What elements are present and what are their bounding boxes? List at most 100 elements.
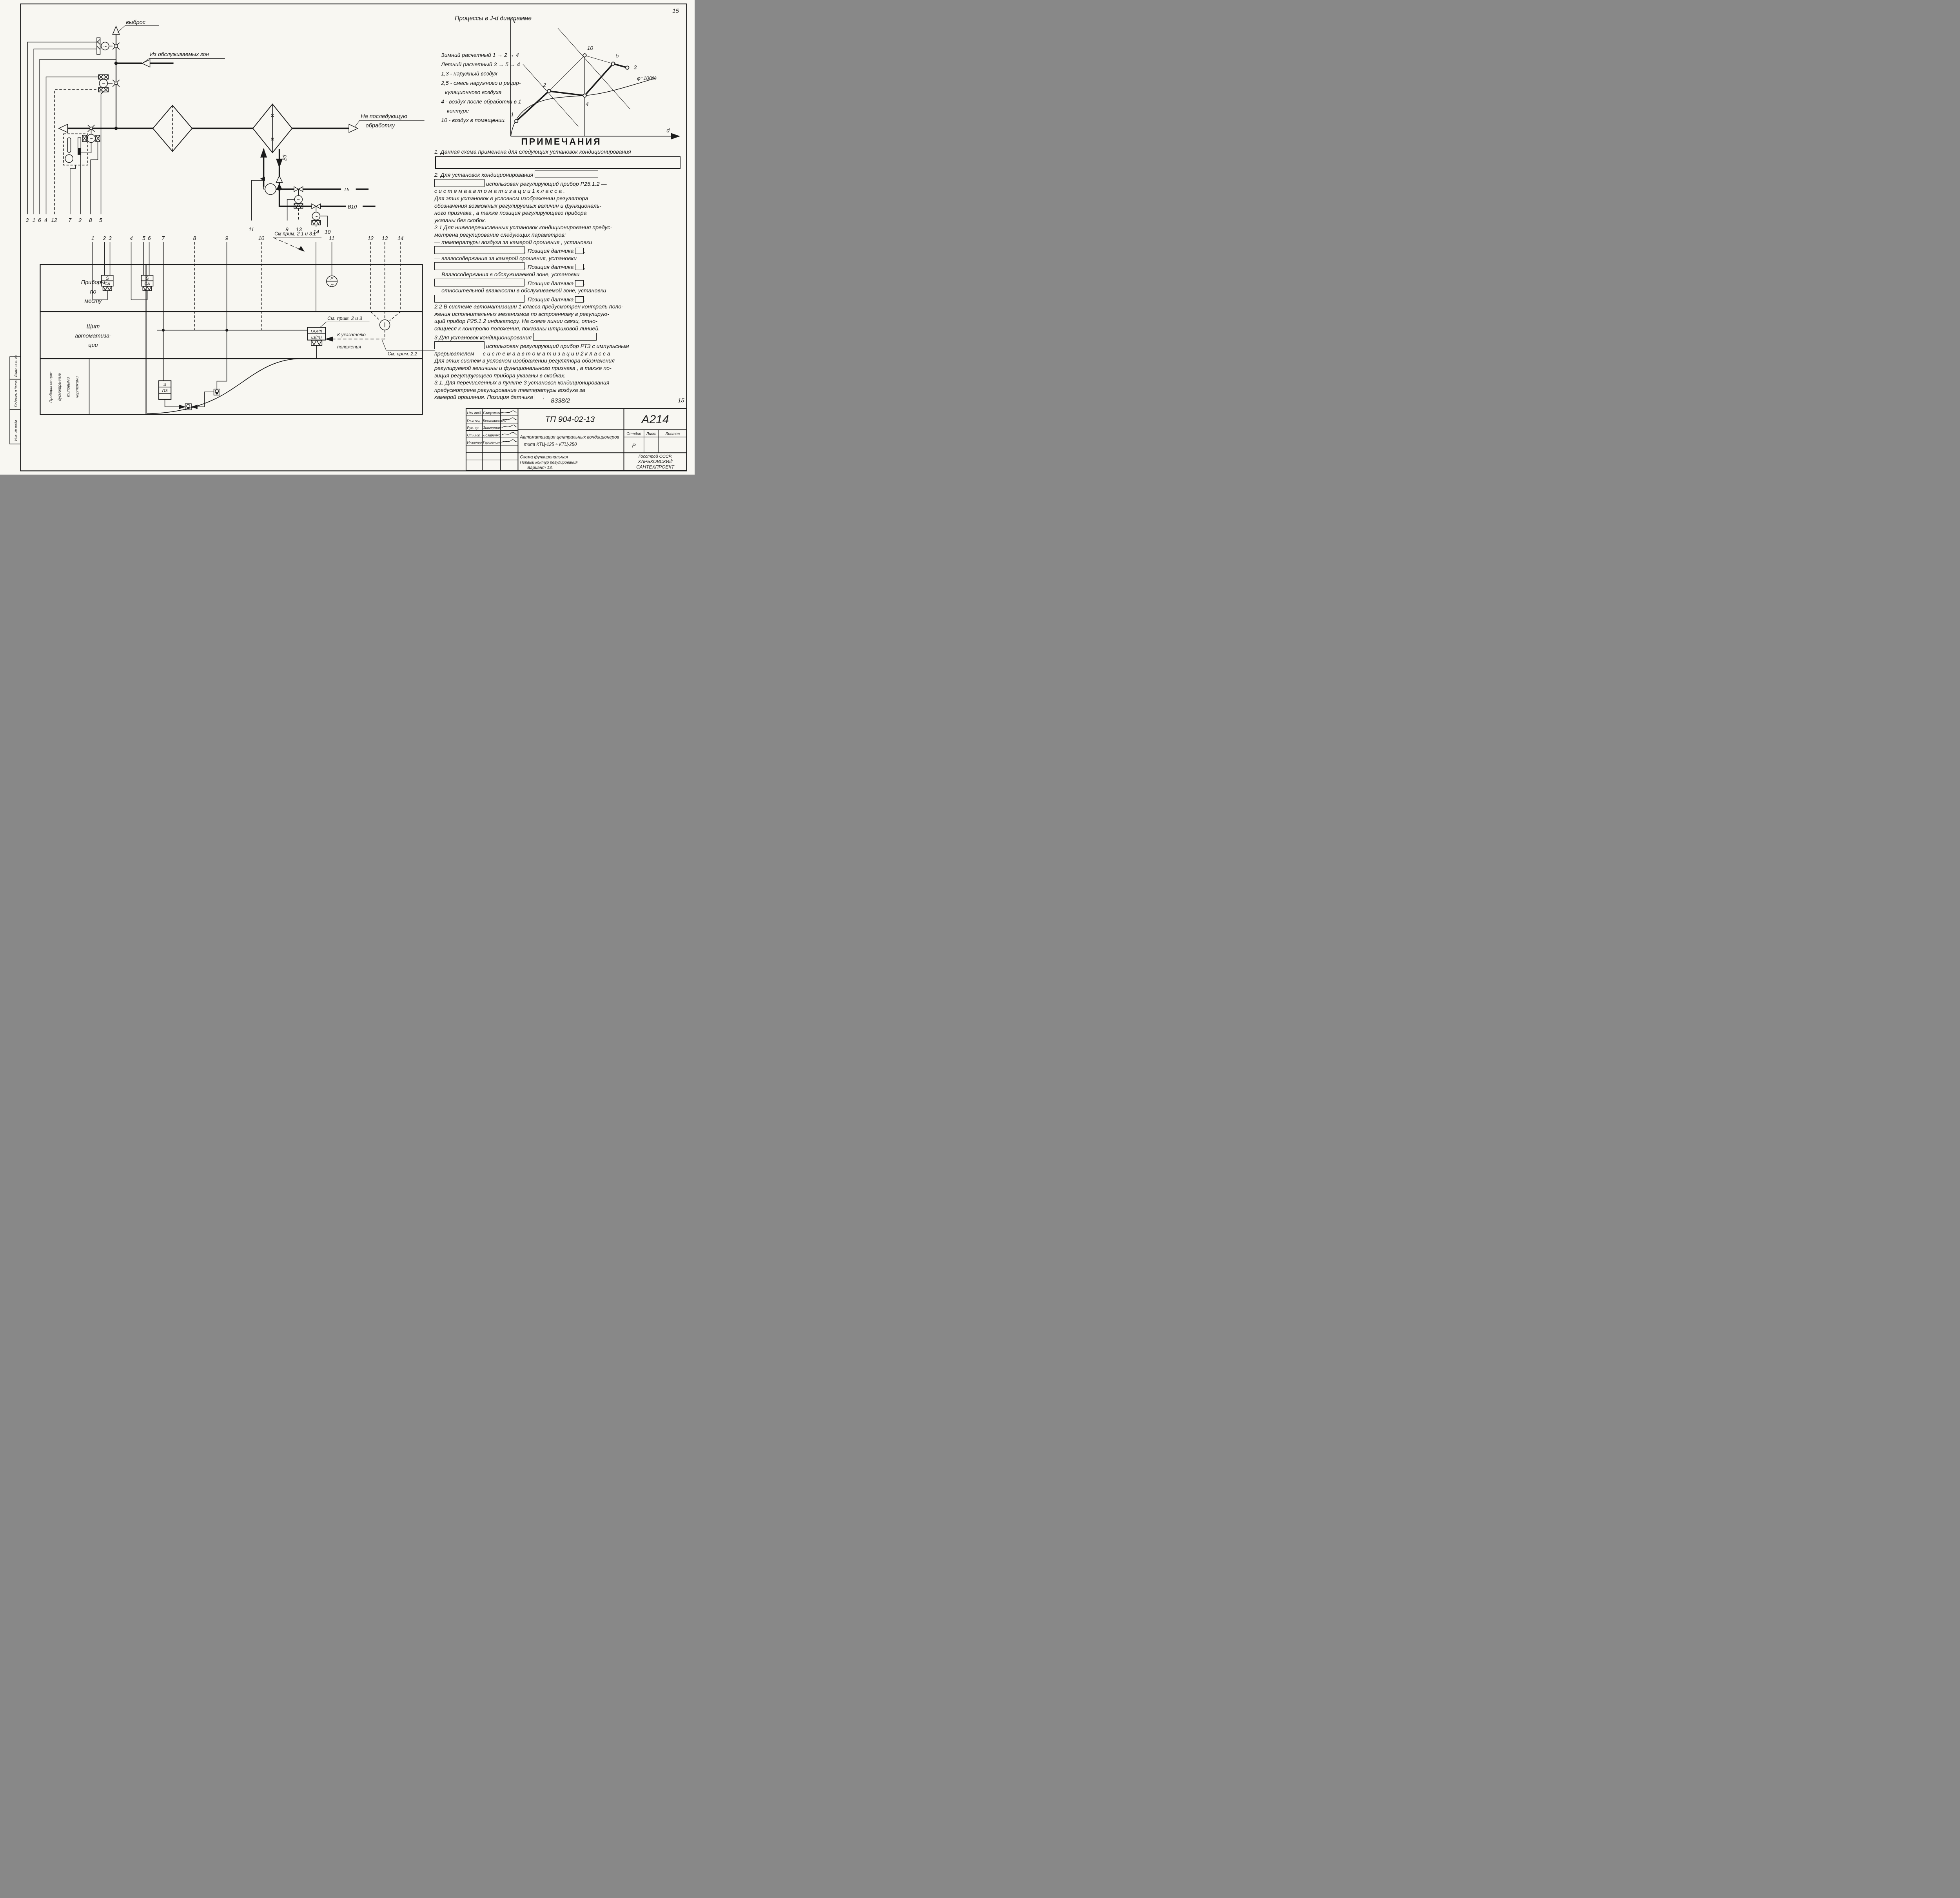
note-row: регулируемой величины и функционального … [434,365,612,372]
staff-role: Нач.отд [467,411,481,415]
signature [501,432,517,435]
legend-line: 10 - воздух в помещении. [441,117,506,123]
recirc-damper-actuator-icon [98,74,120,92]
valve-icon [311,203,317,209]
blank-field-box [434,262,524,270]
outlet-arrow-icon [348,123,359,133]
note-row: зиция регулирующего прибора указаны в ск… [434,372,566,379]
thermometer-icon [78,137,82,155]
side-stamp [9,356,21,444]
staff-role: Рук. гр. [467,426,479,430]
device-label-p2: П [330,284,334,288]
pipe-label-t5: Т5 [343,187,350,192]
note-ref-22: См. прим. 2.2 [388,351,417,356]
legend-title: Процессы в J-d диаграмме [455,15,532,22]
col-number: 14 [397,236,404,241]
valve-circuit [251,148,376,252]
line-number: 3 [26,217,29,223]
line-number: 5 [99,217,102,223]
axis-label-d: d [666,127,670,134]
axis-label-t: t [514,18,516,25]
staff-name: Лозаренко [483,433,500,437]
scheme-name-2: Первый контур регулирования [520,460,577,465]
motor-symbol: ~ [297,197,300,203]
stamp-cell: Подпись и дата [14,381,18,407]
local-instruments [93,275,338,300]
motor-symbol: ~ [103,43,107,50]
note-row: сящиеся к контролю положения, показаны ш… [434,326,600,332]
motor-symbol: ~ [89,136,93,142]
pipe-label-v10: В10 [348,204,357,210]
line-number: 10 [325,229,331,235]
label-to-position-indicator-2: положения [337,344,361,350]
regulator-inputs: t,d,φ(t) [311,329,322,334]
note-row: камерой орошения. Позиция датчика . [434,394,545,401]
signature [501,439,517,443]
note-row: мотрена регулирование следующих параметр… [434,232,566,238]
io-table [40,264,423,415]
blank-field-box [435,156,681,169]
left-signal-lines [27,42,116,214]
process-lines [515,63,628,122]
corner-sheet-no: 15 [672,8,679,15]
note-row: использован регулирующий прибор Р25.1.2 … [434,179,688,188]
blank-field-box [434,278,524,286]
notes-section: ПРИМЕЧАНИЯ 1. Данная схема применена для… [434,136,688,401]
blank-field-box [434,246,524,254]
col-number: 6 [148,236,151,241]
org-name-1: Госстрой СССР, [639,454,672,459]
damper-actuator-icon [96,37,120,55]
table-row1-label: Приборы [81,279,105,286]
scheme-name-1: Схема функциональная [520,455,568,460]
blank-field-box [535,170,599,178]
blank-field-box [434,341,485,350]
note-row: 1. Данная схема применена для следующих … [434,149,631,155]
frame-border [20,3,687,471]
device-label-pz: ПЗ [162,389,168,393]
staff-name: Зингерман [483,426,501,430]
blank-field-box [575,296,584,303]
note-row: 3 Для установок кондиционирования [434,332,688,342]
col-number: 7 [162,236,165,241]
note-row: — Влагосодержания в обслуживаемой зоне, … [434,271,580,278]
stage-header: Листов [665,432,680,436]
note-row: . Позиция датчика . [434,278,688,288]
pump-icon [265,183,276,195]
stamp-cell: Взам. инв. № [14,355,18,377]
label-to-processing-2: обработку [366,123,395,129]
note-row: Для этих установок в условном изображени… [434,195,588,202]
blank-field-box [534,394,543,401]
note-row: . Позиция датчика , [434,262,688,271]
notes-title: ПРИМЕЧАНИЯ [521,136,602,147]
line-number: 7 [69,217,72,223]
label-to-position-indicator-1: К указателю [337,332,366,337]
device-label-e: Э [163,383,167,387]
point-label: 1 [511,111,514,117]
legend-line: Летний расчетный 3 → 5 → 4 [441,61,520,67]
note-ref-2-3: См. прим. 2 и 3 [327,315,362,321]
note-row: — температуры воздуха за камерой орошени… [434,239,592,246]
air-scheme [27,25,425,214]
device-label-p: Р [330,277,334,281]
table-row3-label: дусмотренные [58,373,62,401]
signature [501,417,517,421]
org-name-2: ХАРЬКОВСКИЙ [637,458,673,464]
table-row3-label: Приборы не пре- [49,371,53,402]
col-number: 2 [103,236,106,241]
col-number: 11 [329,236,334,241]
device-label-s: S [106,276,109,281]
label-from-zones: Из обслуживаемых зон [150,51,209,57]
non-typical-instruments [147,330,298,414]
signature [501,410,517,413]
note-row: обозначения возможных регулируемых велич… [434,203,602,209]
col-number: 1 [91,236,94,241]
blank-field-box [434,294,524,303]
pipe-label-v3: В3 [282,155,288,161]
table-row1-label: месту [84,298,102,305]
col-number: 12 [368,236,374,241]
motor-symbol: ~ [314,214,318,220]
note-row: с и с т е м а а в т о м а т и з а ц и и … [434,188,565,195]
point-label: 10 [587,45,593,51]
note-row: — относительной влажности в обслуживаемо… [434,288,606,294]
table-row2-label: автоматиза- [75,333,111,339]
